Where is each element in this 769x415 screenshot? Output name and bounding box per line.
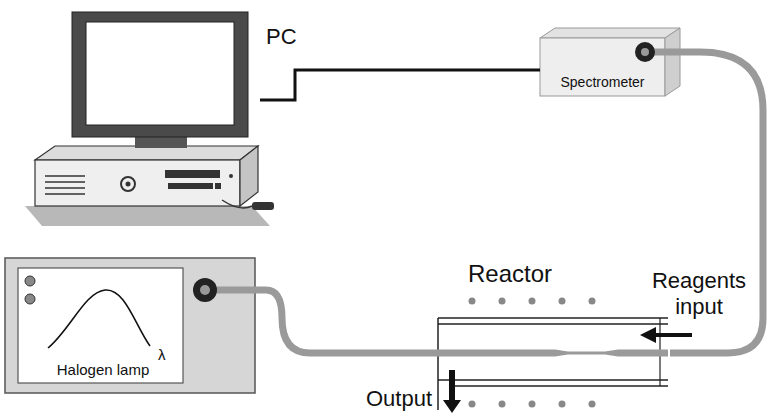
outlet-label: Output [362, 386, 436, 412]
circle-shape [229, 174, 233, 178]
circle-shape [25, 276, 35, 286]
line-shape [452, 385, 668, 387]
line-shape [654, 333, 692, 337]
polygon-shape [665, 28, 680, 96]
line-shape [437, 318, 439, 410]
line-shape [45, 187, 85, 189]
lamp-box: λHalogen lamp [5, 258, 255, 393]
rect-shape [449, 370, 455, 402]
reactor-drawing [438, 318, 692, 413]
rect-shape [18, 268, 183, 383]
circle-shape [529, 298, 536, 305]
circle-shape [121, 177, 135, 191]
polygon-shape [240, 146, 258, 206]
circle-shape [193, 278, 217, 302]
rect-shape [215, 183, 221, 189]
inlet-label: Reagents input [645, 268, 753, 321]
line-shape [438, 379, 668, 381]
rect-shape [35, 160, 240, 206]
polygon-shape [640, 327, 656, 343]
line-shape [45, 181, 85, 183]
circle-shape [635, 42, 655, 62]
polygon-shape [540, 28, 680, 38]
rect-shape [86, 22, 234, 125]
polygon-shape [35, 146, 258, 160]
rect-shape [540, 38, 665, 96]
polygon-shape [25, 206, 270, 226]
circle-shape [499, 298, 506, 305]
node-title: Spectrometer [560, 74, 644, 90]
circle-shape [559, 298, 566, 305]
node-title: Reactor [468, 260, 552, 288]
lamp-drawing [5, 258, 255, 393]
circle-shape [469, 298, 476, 305]
computer-node: PC [30, 10, 260, 206]
circle-shape [499, 401, 506, 408]
circle-shape [641, 48, 649, 56]
line-shape [45, 175, 85, 177]
circle-shape [529, 401, 536, 408]
node-text: Halogen lamp [57, 361, 150, 378]
spectrometer-drawing [540, 28, 680, 96]
path-shape [48, 290, 150, 348]
heating-dots [469, 298, 596, 408]
rect-shape [168, 183, 213, 189]
data-cable [260, 70, 540, 100]
node-title: PC [266, 24, 297, 49]
polygon-shape [443, 400, 461, 413]
circle-shape [469, 401, 476, 408]
line-shape [438, 317, 668, 319]
path-shape [222, 200, 252, 208]
line-shape [438, 323, 668, 325]
optical-fiber [255, 290, 438, 353]
circle-shape [25, 294, 35, 304]
circle-shape [589, 298, 596, 305]
reactor-node: Reactor [438, 316, 670, 388]
circle-shape [200, 285, 210, 295]
line-shape [45, 193, 85, 195]
spectrometer-box: Spectrometer [540, 38, 665, 96]
rect-shape [72, 12, 248, 137]
circle-shape [589, 401, 596, 408]
node-title: λ [158, 346, 166, 363]
rect-shape [5, 258, 255, 393]
path-shape [438, 350, 668, 357]
circle-shape [126, 182, 131, 187]
computer-drawing [25, 12, 274, 226]
rect-shape [165, 170, 220, 178]
rect-shape [252, 202, 274, 210]
circle-shape [559, 401, 566, 408]
